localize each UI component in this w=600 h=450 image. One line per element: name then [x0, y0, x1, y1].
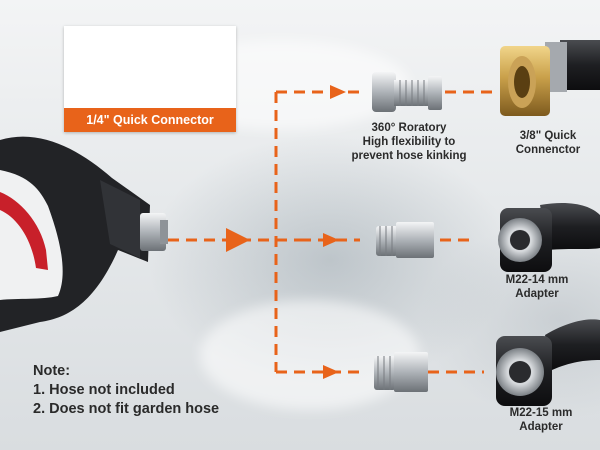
- quarter-inch-connector-callout: 1/4" Quick Connector: [64, 26, 236, 132]
- three-eighths-connector-caption: 3/8" Quick Connenctor: [500, 129, 596, 157]
- caption-line: Adapter: [515, 288, 559, 301]
- swivel-caption: 360° Roratory High flexibility to preven…: [332, 121, 486, 163]
- swivel-caption-line: prevent hose kinking: [351, 150, 467, 163]
- flow-lines: [168, 90, 498, 374]
- swivel-adapter: [372, 72, 442, 112]
- arrow-middle-icon: [323, 233, 339, 247]
- caption-line: M22-15 mm: [509, 407, 573, 419]
- arrow-main-icon: [226, 228, 250, 252]
- m22-15-adapter: [374, 352, 428, 392]
- caption-line: Adapter: [519, 421, 563, 434]
- caption-line: M22-14 mm: [505, 274, 569, 286]
- note-block: Note: 1. Hose not included 2. Does not f…: [33, 362, 219, 419]
- arrow-top-icon: [330, 85, 346, 99]
- swivel-caption-line: 360° Roratory: [371, 122, 447, 134]
- m22-14-adapter: [376, 222, 434, 258]
- m22-15-caption: M22-15 mm Adapter: [496, 406, 586, 434]
- spray-gun: [0, 136, 168, 332]
- quarter-inch-connector-label: 1/4" Quick Connector: [64, 108, 236, 132]
- swivel-caption-line: High flexibility to: [362, 136, 456, 149]
- caption-line: 3/8" Quick: [519, 130, 577, 142]
- m22-14-hose-nut: [498, 203, 600, 272]
- note-line: 2. Does not fit garden hose: [33, 401, 220, 417]
- m22-15-hose-nut: [496, 319, 600, 406]
- caption-line: Connenctor: [515, 144, 581, 157]
- m22-14-caption: M22-14 mm Adapter: [492, 273, 582, 301]
- note-heading: Note:: [33, 363, 71, 379]
- water-spray: [200, 300, 420, 410]
- note-line: 1. Hose not included: [33, 382, 175, 398]
- arrow-bottom-icon: [323, 365, 339, 379]
- flow-arrows: [226, 85, 346, 379]
- three-eighths-connector: [500, 40, 600, 116]
